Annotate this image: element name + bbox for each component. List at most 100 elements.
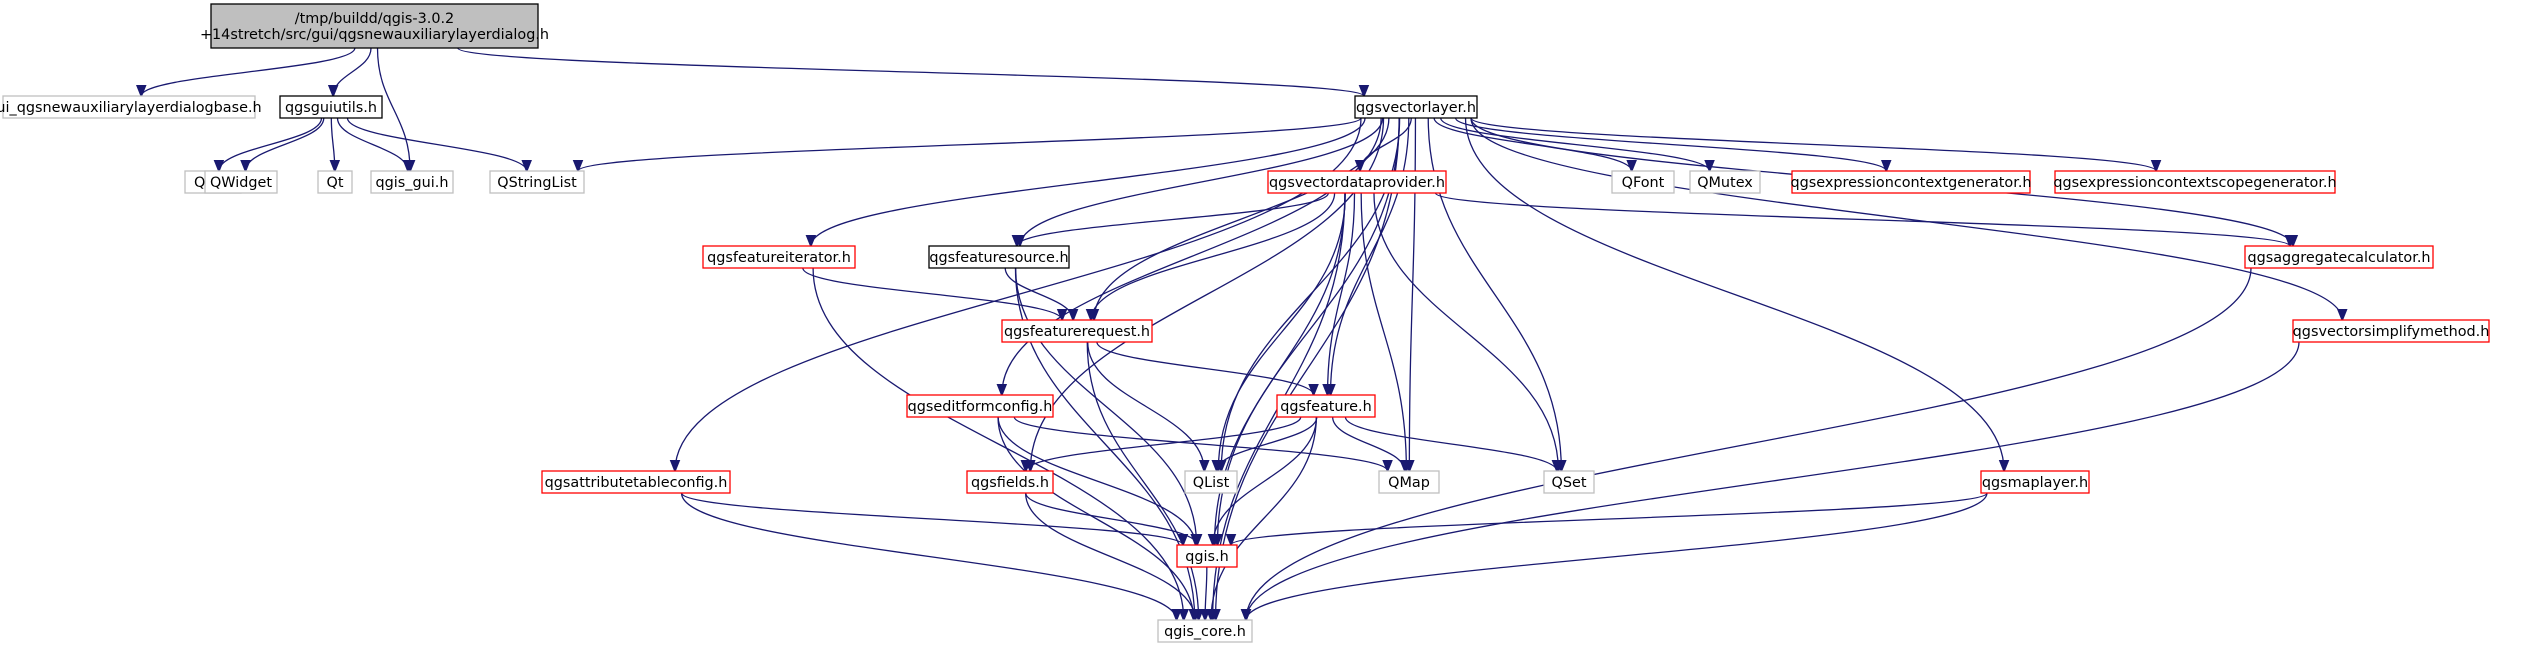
node-label: qgseditformconfig.h [908,399,1053,415]
node-box [1184,470,1238,494]
node-box [279,95,383,119]
node-qgis_gui[interactable]: qgis_gui.h [370,170,454,194]
edge-qgsfeaturesource-to-qgis [1014,267,1197,545]
edge-qgsvectorlayer-to-qgsfeaturesource [1020,117,1384,246]
node-qgsexprctxscopegen[interactable]: qgsexpressioncontextscopegenerator.h [2053,170,2337,194]
node-qgsvectordataprovider[interactable]: qgsvectordataprovider.h [1267,170,1447,194]
node-qmutex[interactable]: QMutex [1689,170,1761,194]
node-box [1689,170,1761,194]
edge-qgsmaplayer-to-qgis_core [1246,492,1988,620]
edge-qgsguiutils-to-qgis_gui [336,117,407,171]
edge-qgsvectordataprovider-to-qgsfeaturesource [1017,192,1330,246]
edge-qgsvectordataprovider-to-qgsaggregatecalculator [1434,192,2290,246]
edge-qgsvectorlayer-to-qgsfeature [1331,117,1410,395]
edge-qgsfeaturesource-to-qgsfeaturerequest [1004,267,1073,320]
node-box [702,245,856,269]
node-qgsexprctxgen[interactable]: qgsexpressioncontextgenerator.h [1790,170,2032,194]
node-label: QWidget [210,175,272,191]
node-box [1791,170,2031,194]
node-qwidget[interactable]: QWidget [204,170,278,194]
edge-qgsvectorlayer-to-qgsfeaturerequest [1094,117,1390,320]
edge-qgsguiutils-to-qpair [219,117,323,171]
node-ui_base[interactable]: ui_qgsnewauxiliarylayerdialogbase.h [0,95,262,119]
node-qgsfeature[interactable]: qgsfeature.h [1276,394,1376,418]
edge-root-to-ui_base [141,47,356,96]
node-label: /tmp/buildd/qgis-3.0.2 [295,11,454,27]
node-box [2244,245,2434,269]
edge-qgsfeaturerequest-to-qgis_core [1086,341,1198,620]
edge-qgsguiutils-to-qt [331,117,334,171]
edge-qgsvectorlayer-to-qgsvectordataprovider [1360,117,1412,171]
node-box [370,170,454,194]
node-label: qgis.h [1185,549,1228,565]
node-qgis[interactable]: qgis.h [1176,544,1238,568]
node-box [1157,619,1253,643]
edge-qgsvectorlayer-to-qgis_core [1216,117,1400,620]
node-label: QFont [1622,175,1665,191]
edge-qgsguiutils-to-qwidget [246,117,325,171]
edge-qgsvectorlayer-to-qfont [1433,117,1631,171]
edge-qgsfeaturerequest-to-qgsfeature [1096,341,1314,395]
node-box [1543,470,1595,494]
edge-qgsfeature-to-qgis_core [1211,416,1317,620]
node-qgsfields[interactable]: qgsfields.h [966,470,1054,494]
node-label: qgis_core.h [1164,624,1246,640]
edge-qgsmaplayer-to-qgis [1231,492,1988,545]
edge-qgsvectorlayer-to-qstringlist [578,117,1362,171]
edge-qgsfeature-to-qlist [1217,416,1318,471]
node-label: qgsfeaturesource.h [929,250,1068,266]
node-box [489,170,585,194]
edge-qgsaggregatecalculator-to-qgis_core [1246,267,2252,620]
edge-qgsvectordataprovider-to-qmap [1360,192,1406,471]
node-qgsaggregatecalculator[interactable]: qgsaggregatecalculator.h [2244,245,2434,269]
node-qgsvectorsimplifymethod[interactable]: qgsvectorsimplifymethod.h [2292,319,2490,343]
node-qmap[interactable]: QMap [1378,470,1440,494]
edge-root-to-qgsguiutils [333,47,372,96]
node-label: qgsattributetableconfig.h [545,475,728,491]
edge-qgsattributetableconfig-to-qgis_core [680,492,1177,620]
nodes-layer: /tmp/buildd/qgis-3.0.2+14stretch/src/gui… [0,3,2490,643]
node-label: +14stretch/src/gui/qgsnewauxiliarylayerd… [200,27,549,43]
edge-qgsfeatureiterator-to-qgis_core [812,267,1184,620]
node-box [928,245,1070,269]
node-qset[interactable]: QSet [1543,470,1595,494]
node-label: qgsexpressioncontextgenerator.h [1790,175,2031,191]
node-qgsmaplayer[interactable]: qgsmaplayer.h [1980,470,2090,494]
node-qt[interactable]: Qt [317,170,353,194]
node-label: qgsexpressioncontextscopegenerator.h [2053,175,2336,191]
node-label: qgsvectorsimplifymethod.h [2293,324,2490,340]
node-box [204,170,278,194]
edges-layer [141,47,2342,620]
node-box [1378,470,1440,494]
node-qgis_core[interactable]: qgis_core.h [1157,619,1253,643]
node-box [317,170,353,194]
edge-qgsvectordataprovider-to-qgsfeaturerequest [1091,192,1336,320]
node-qgsvectorlayer[interactable]: qgsvectorlayer.h [1354,95,1478,119]
node-box [906,394,1054,418]
node-qgsguiutils[interactable]: qgsguiutils.h [279,95,383,119]
edge-qgsguiutils-to-qstringlist [346,117,526,171]
node-qstringlist[interactable]: QStringList [489,170,585,194]
node-label: QMap [1388,475,1430,491]
node-box [2292,319,2490,343]
node-label: qgis_gui.h [376,175,449,191]
node-label: qgsfeatureiterator.h [707,250,851,266]
edge-qgsfeature-to-qmap [1331,416,1405,471]
node-root[interactable]: /tmp/buildd/qgis-3.0.2+14stretch/src/gui… [200,3,549,49]
node-qlist[interactable]: QList [1184,470,1238,494]
node-box [1001,319,1153,343]
edge-qgis-to-qgis_core [1205,566,1207,620]
node-label: qgsfields.h [971,475,1049,491]
edge-qgsattributetableconfig-to-qgis [681,492,1183,545]
node-qgseditformconfig[interactable]: qgseditformconfig.h [906,394,1054,418]
edge-qgsvectorlayer-to-qgsfeatureiterator [811,117,1366,246]
node-qgsfeatureiterator[interactable]: qgsfeatureiterator.h [702,245,856,269]
edge-qgsfeature-to-qset [1344,416,1556,471]
edge-qgsvectorlayer-to-qgsexprctxscopegen [1470,117,2156,171]
node-qgsfeaturerequest[interactable]: qgsfeaturerequest.h [1001,319,1153,343]
node-label: qgsfeature.h [1280,399,1371,415]
node-qgsattributetableconfig[interactable]: qgsattributetableconfig.h [541,470,731,494]
node-qfont[interactable]: QFont [1611,170,1675,194]
node-qgsfeaturesource[interactable]: qgsfeaturesource.h [928,245,1070,269]
node-label: ui_qgsnewauxiliarylayerdialogbase.h [0,100,262,116]
